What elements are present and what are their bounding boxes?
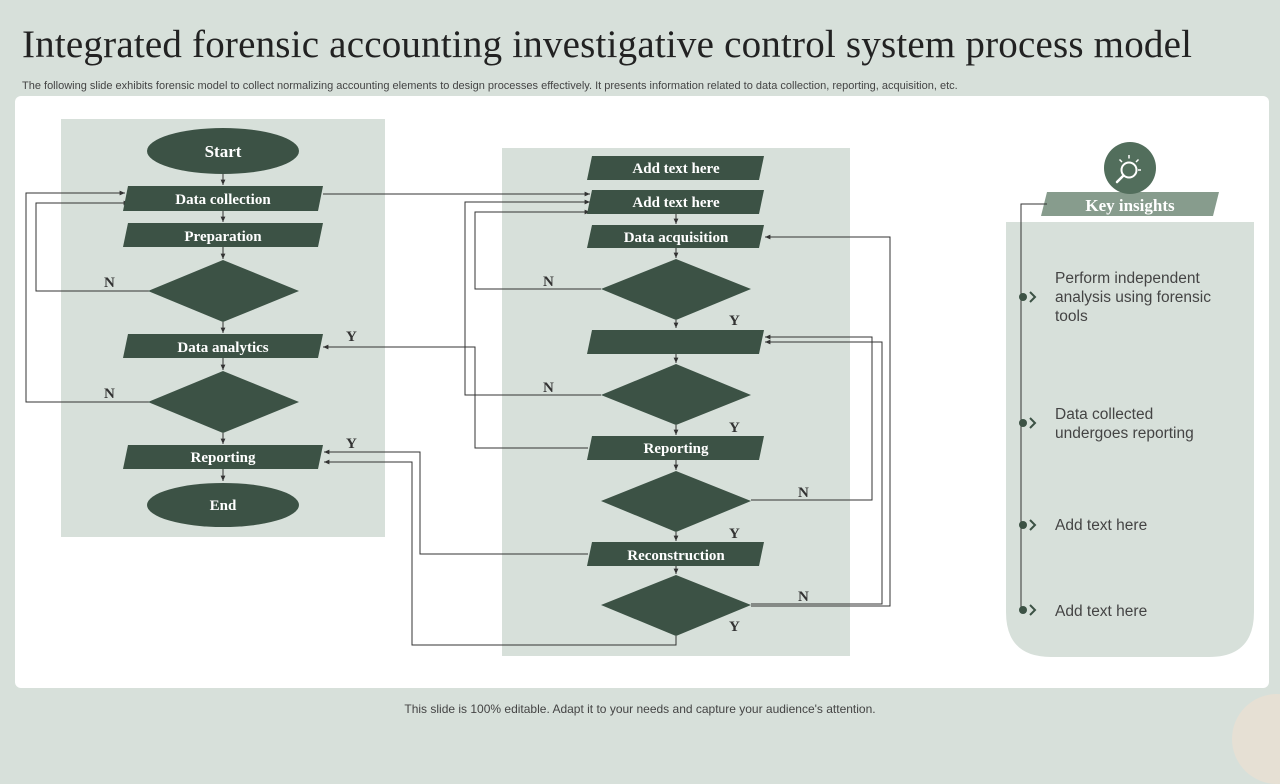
edge-label-yes: Y [346,436,357,452]
bullet-dot [1019,521,1027,529]
page-subtitle: The following slide exhibits forensic mo… [22,80,958,92]
right-decision-4 [601,575,751,636]
connectors [25,174,891,646]
left-reporting-node [123,445,323,469]
bullet-dot [1019,419,1027,427]
key-insights-header [1041,192,1219,216]
bullet-dot [1019,293,1027,301]
chevron-right-icon [1029,291,1037,303]
start-node [147,128,299,174]
insight-item-1: Perform independent analysis using foren… [1055,270,1211,325]
preparation-label: Preparation [184,229,262,245]
reconstruction-label: Reconstruction [627,548,725,564]
chevron-right-icon [1029,519,1037,531]
data-analytics-label: Data analytics [177,340,268,356]
blank-process-node [587,330,764,354]
edge-label-no: N [104,275,115,291]
add-text-label-1: Add text here [632,161,720,177]
edge-label-no: N [798,485,809,501]
add-text-label-2: Add text here [632,195,720,211]
edge-label-no: N [104,386,115,402]
insight-bullets [1019,291,1037,616]
chevron-right-icon [1029,604,1037,616]
bullet-dot [1019,606,1027,614]
insight-item-4: Add text here [1055,603,1148,620]
right-reporting-label: Reporting [644,441,709,457]
add-text-node-1 [587,156,764,180]
lightbulb-magnifier-icon [1104,142,1156,194]
data-collection-label: Data collection [175,192,271,208]
edge-label-no: N [798,589,809,605]
reconstruction-node [587,542,764,566]
left-reporting-label: Reporting [191,450,256,466]
end-node [147,483,299,527]
start-label: Start [205,142,242,161]
data-acquisition-label: Data acquisition [624,230,729,246]
key-insights-card [1006,222,1254,657]
right-decision-2 [601,364,751,425]
preparation-node [123,223,323,247]
right-decision-3 [601,471,751,532]
page-title: Integrated forensic accounting investiga… [22,23,1193,66]
edge-label-no: N [543,380,554,396]
end-label: End [210,498,237,514]
data-collection-node [123,186,323,211]
insight-item-2: Data collected undergoes reporting [1055,406,1194,442]
left-decision-2 [148,371,299,433]
edge-label-yes: Y [346,329,357,345]
right-reporting-node [587,436,764,460]
key-insights-title: Key insights [1085,196,1175,215]
add-text-node-2 [587,190,764,214]
footer-note: This slide is 100% editable. Adapt it to… [404,702,876,716]
edge-label-yes: Y [729,619,740,635]
right-decision-1 [601,259,751,320]
insight-item-3: Add text here [1055,517,1148,534]
data-acquisition-node [587,225,764,248]
chevron-right-icon [1029,417,1037,429]
edge-label-no: N [543,274,554,290]
edge-label-yes: Y [729,313,740,329]
insights-timeline [1020,203,1047,612]
edge-label-yes: Y [729,420,740,436]
data-analytics-node [123,334,323,358]
left-decision-1 [148,260,299,322]
edge-label-yes: Y [729,526,740,542]
flowchart-diagram: Start Data collection Preparation Data a… [25,119,1254,657]
